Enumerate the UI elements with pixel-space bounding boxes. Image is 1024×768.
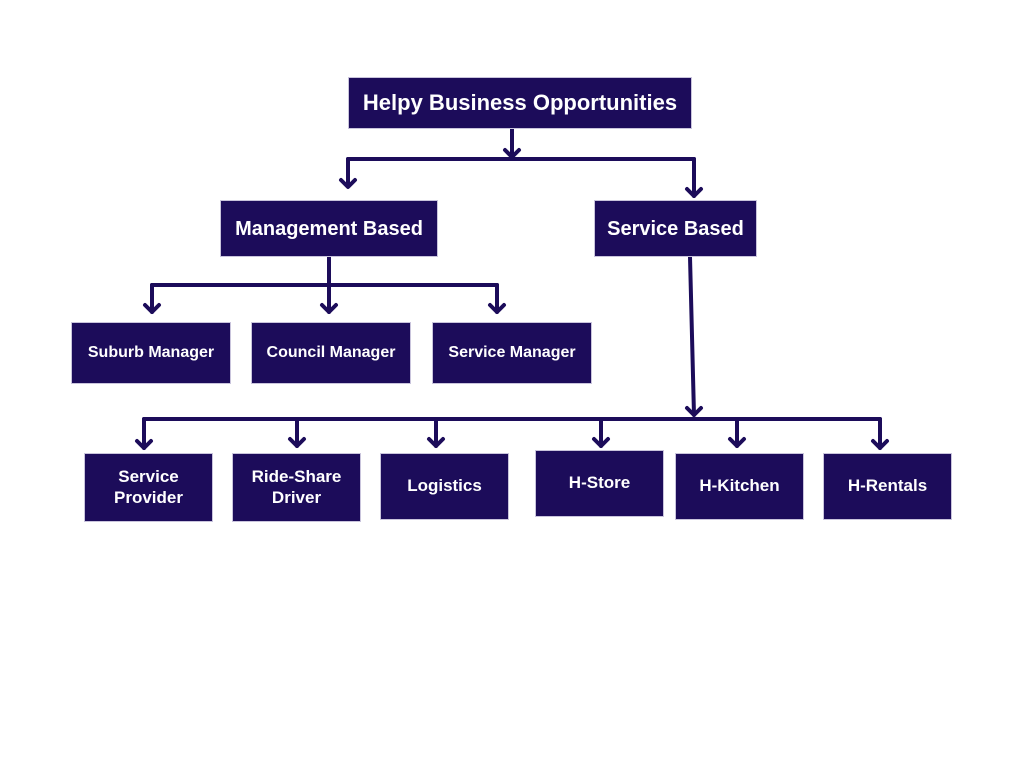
service-based-node: Service Based: [594, 200, 757, 257]
arrowhead: [288, 437, 306, 448]
logistics-label: Logistics: [407, 476, 482, 496]
arrowhead: [427, 437, 445, 448]
h-rentals-label: H-Rentals: [847, 476, 928, 496]
arrowhead: [685, 406, 703, 417]
suburb-manager-node: Suburb Manager: [71, 322, 231, 384]
root-node: Helpy Business Opportunities: [348, 77, 692, 129]
service-manager-label: Service Manager: [448, 344, 576, 362]
h-rentals-node: H-Rentals: [823, 453, 952, 520]
connector-service-stem: [688, 255, 696, 417]
root-label: Helpy Business Opportunities: [362, 89, 678, 115]
h-store-node: H-Store: [535, 450, 664, 517]
management-based-label: Management Based: [235, 217, 423, 240]
arrowhead: [685, 187, 703, 198]
ride-share-driver-label-line2: Driver: [271, 487, 322, 507]
management-based-node: Management Based: [220, 200, 438, 257]
arrowhead: [320, 303, 338, 314]
arrowhead: [728, 437, 746, 448]
service-provider-label-line1: Service: [118, 467, 179, 487]
arrowhead: [339, 178, 357, 189]
arrowhead: [488, 303, 506, 314]
service-based-label: Service Based: [607, 217, 744, 240]
arrowhead: [143, 303, 161, 314]
h-kitchen-node: H-Kitchen: [675, 453, 804, 520]
service-provider-node: Service Provider: [84, 453, 213, 522]
logistics-node: Logistics: [380, 453, 509, 520]
h-kitchen-label: H-Kitchen: [699, 476, 780, 496]
suburb-manager-label: Suburb Manager: [87, 344, 215, 362]
council-manager-label: Council Manager: [266, 344, 396, 362]
arrowhead: [135, 439, 153, 450]
h-store-label: H-Store: [568, 473, 631, 493]
arrowhead: [871, 439, 889, 450]
service-provider-label-line2: Provider: [114, 487, 183, 507]
ride-share-driver-node: Ride-Share Driver: [232, 453, 361, 522]
service-manager-node: Service Manager: [432, 322, 592, 384]
ride-share-driver-label-line1: Ride-Share: [251, 467, 342, 487]
arrowhead: [592, 437, 610, 448]
council-manager-node: Council Manager: [251, 322, 411, 384]
